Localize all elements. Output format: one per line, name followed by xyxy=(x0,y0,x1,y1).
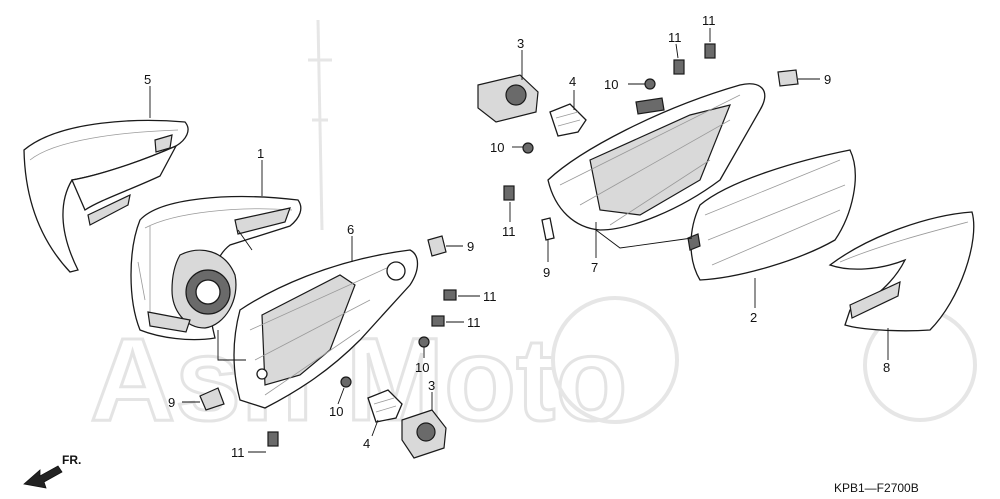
callout-7: 5 xyxy=(144,72,151,87)
arrow-icon xyxy=(23,465,63,489)
callouts: 5 1 6 3 4 7 2 8 9 9 9 9 10 10 10 10 11 1… xyxy=(144,13,890,460)
callout-11-mid-a: 11 xyxy=(483,289,497,304)
part-6-right-inner-bracket xyxy=(547,83,766,231)
part-9-clip-topright xyxy=(777,69,799,87)
callout-11-bottom: 11 xyxy=(231,445,245,460)
callout-10-center: 10 xyxy=(490,140,504,155)
callout-11-top-b: 11 xyxy=(702,13,716,28)
callout-4-bottom: 4 xyxy=(363,436,370,451)
callout-9-left: 9 xyxy=(168,395,175,410)
callout-6: 7 xyxy=(591,260,598,275)
part-5-left-inner-bracket xyxy=(233,249,419,409)
callout-8: 8 xyxy=(883,360,890,375)
direction-label: FR. xyxy=(62,453,81,467)
leader-lines xyxy=(149,28,889,453)
part-11-bolts xyxy=(267,43,716,447)
part-4-bulb-top xyxy=(549,103,587,137)
part-9-clip-left xyxy=(199,387,225,411)
part-1-left-turn-signal-lens xyxy=(130,195,302,341)
part-9-clip-mid xyxy=(427,235,447,257)
part-9-clip-center xyxy=(541,217,555,241)
front-direction-arrow: FR. xyxy=(23,453,81,489)
callout-9-mid: 9 xyxy=(467,239,474,254)
callout-9-center: 9 xyxy=(543,265,550,280)
callout-10-bottom: 10 xyxy=(329,404,343,419)
callout-2: 2 xyxy=(750,310,757,325)
part-4-bulb-bottom xyxy=(367,389,403,423)
callout-9-topright: 9 xyxy=(824,72,831,87)
part-10-screws xyxy=(340,78,656,388)
callout-5: 6 xyxy=(347,222,354,237)
part-8-right-trim-cover xyxy=(828,211,975,332)
callout-10-mid: 10 xyxy=(415,360,429,375)
callout-1: 1 xyxy=(257,146,264,161)
part-7-left-trim-cover xyxy=(23,119,189,273)
callout-3-top: 3 xyxy=(517,36,524,51)
callout-11-top-a: 11 xyxy=(668,30,682,45)
callout-4-top: 4 xyxy=(569,74,576,89)
callout-3-bottom: 3 xyxy=(428,378,435,393)
part-3-socket-top xyxy=(477,74,539,123)
part-code: KPB1—F2700B xyxy=(834,481,919,495)
callout-11-mid-b: 11 xyxy=(467,315,481,330)
callout-10-top: 10 xyxy=(604,77,618,92)
callout-11-center: 11 xyxy=(502,224,516,239)
